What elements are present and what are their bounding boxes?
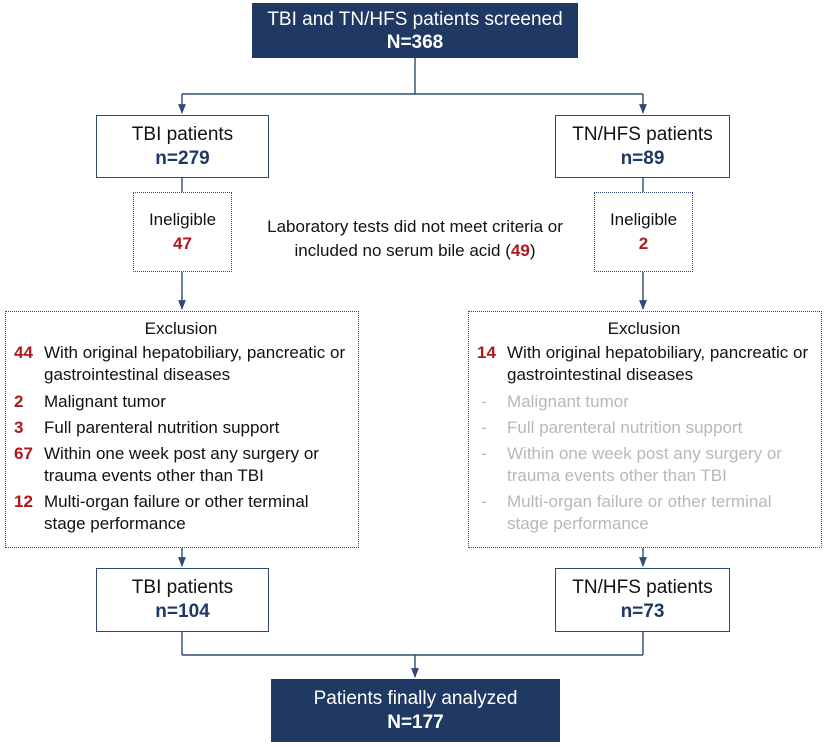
exclusion-right-count: - (481, 392, 487, 411)
exclusion-left-item: 2 Malignant tumor (14, 391, 348, 413)
exclusion-right-text: Full parenteral nutrition support (507, 418, 743, 437)
exclusion-right-count: 14 (477, 343, 496, 362)
exclusion-right-count: - (481, 492, 487, 511)
tbi-final-box: TBI patients n=104 (96, 568, 269, 632)
exclusion-right-text: Multi-organ failure or other terminal st… (507, 492, 772, 533)
tbi-patients-count: n=279 (155, 148, 210, 169)
exclusion-right-item: - Within one week post any surgery or tra… (477, 443, 811, 487)
exclusion-left-text: With original hepatobiliary, pancreatic … (44, 343, 346, 384)
lab-tests-note: Laboratory tests did not meet criteria o… (240, 215, 590, 263)
exclusion-left-title: Exclusion (144, 319, 218, 338)
lab-note-line2-suffix: ) (529, 241, 536, 260)
ineligible-left-count: 47 (173, 234, 192, 253)
screened-title: TBI and TN/HFS patients screened (267, 9, 563, 30)
tnhfs-patients-box: TN/HFS patients n=89 (555, 115, 730, 178)
exclusion-left-text: Within one week post any surgery or trau… (44, 444, 319, 485)
lab-note-count: 49 (510, 241, 530, 260)
exclusion-left-text: Full parenteral nutrition support (44, 418, 280, 437)
exclusion-right-item: - Full parenteral nutrition support (477, 417, 811, 439)
exclusion-left-item: 12 Multi-organ failure or other terminal … (14, 491, 348, 535)
exclusion-left-count: 12 (14, 492, 33, 511)
tbi-patients-title: TBI patients (131, 124, 234, 145)
exclusion-left-count: 3 (14, 418, 24, 437)
ineligible-left-box: Ineligible 47 (133, 192, 232, 272)
exclusion-left-text: Malignant tumor (44, 392, 166, 411)
lab-note-line1: Laboratory tests did not meet criteria o… (267, 217, 563, 236)
tbi-patients-box: TBI patients n=279 (96, 115, 269, 178)
ineligible-left-label: Ineligible (148, 210, 217, 229)
tnhfs-final-box: TN/HFS patients n=73 (555, 568, 730, 632)
exclusion-right-count: - (481, 418, 487, 437)
exclusion-left-text: Multi-organ failure or other terminal st… (44, 492, 309, 533)
tnhfs-patients-count: n=89 (620, 148, 665, 169)
ineligible-right-box: Ineligible 2 (594, 192, 693, 272)
analyzed-count: N=177 (387, 712, 444, 733)
analyzed-box: Patients finally analyzed N=177 (271, 679, 560, 742)
exclusion-right-text: Malignant tumor (507, 392, 629, 411)
exclusion-right-title: Exclusion (607, 319, 681, 338)
tnhfs-patients-title: TN/HFS patients (572, 124, 713, 145)
exclusion-right-count: - (481, 444, 487, 463)
exclusion-left-item: 67 Within one week post any surgery or tr… (14, 443, 348, 487)
exclusion-left-count: 2 (14, 392, 24, 411)
tbi-final-title: TBI patients (131, 577, 234, 598)
screened-box: TBI and TN/HFS patients screened N=368 (252, 3, 578, 58)
exclusion-right-item: 14 With original hepatobiliary, pancreati… (477, 342, 811, 386)
exclusion-left-count: 44 (14, 343, 33, 362)
exclusion-left-box: Exclusion 44 With original hepatobiliary,… (5, 311, 359, 548)
exclusion-right-text: With original hepatobiliary, pancreatic … (507, 343, 809, 384)
tnhfs-final-count: n=73 (620, 601, 665, 622)
exclusion-right-text: Within one week post any surgery or trau… (507, 444, 782, 485)
analyzed-title: Patients finally analyzed (313, 688, 518, 709)
lab-note-line2: included no serum bile acid (49) (240, 239, 590, 263)
lab-note-line2-prefix: included no serum bile acid ( (294, 241, 511, 260)
exclusion-left-item: 44 With original hepatobiliary, pancreati… (14, 342, 348, 386)
screened-count: N=368 (386, 32, 444, 53)
exclusion-left-count: 67 (14, 444, 33, 463)
ineligible-right-label: Ineligible (609, 210, 678, 229)
tnhfs-final-title: TN/HFS patients (572, 577, 713, 598)
exclusion-left-item: 3 Full parenteral nutrition support (14, 417, 348, 439)
exclusion-right-item: - Malignant tumor (477, 391, 811, 413)
tbi-final-count: n=104 (155, 601, 210, 622)
ineligible-right-count: 2 (638, 234, 649, 253)
exclusion-right-item: - Multi-organ failure or other terminal s… (477, 491, 811, 535)
exclusion-right-box: Exclusion 14 With original hepatobiliary,… (468, 311, 822, 548)
